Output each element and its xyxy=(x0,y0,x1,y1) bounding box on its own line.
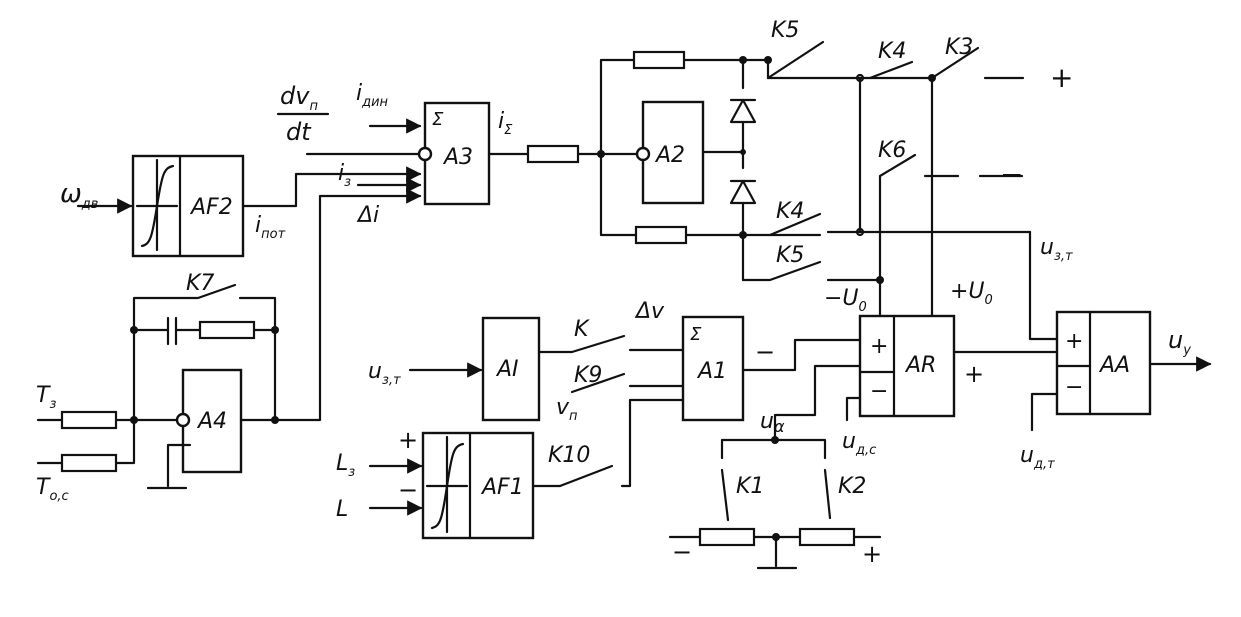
polarity-marks: + − + − + − − + xyxy=(398,61,1073,568)
block-a2: A2 xyxy=(635,100,705,205)
label-dv: dvп xyxy=(280,82,318,114)
svg-text:−: − xyxy=(398,476,418,504)
svg-text:dt: dt xyxy=(286,118,312,146)
svg-text:K10: K10 xyxy=(548,443,590,468)
svg-text:AA: AA xyxy=(1098,353,1130,378)
block-ai: AI xyxy=(481,316,541,422)
svg-text:+: + xyxy=(862,540,882,568)
label-plus-u0: +U0 xyxy=(950,279,993,308)
svg-text:+: + xyxy=(1050,61,1073,94)
block-af1: AF1 xyxy=(421,431,535,540)
block-a4: A4 xyxy=(175,368,243,474)
key-labels: K5 K4 K3 K6 K4 K5 K7 K K9 K10 K1 K2 xyxy=(186,18,973,499)
svg-text:−: − xyxy=(755,338,775,366)
svg-text:K6: K6 xyxy=(878,138,906,163)
svg-text:K4: K4 xyxy=(878,39,906,64)
label-u-zt-right: uз,т xyxy=(1040,235,1073,264)
label-u-dc: uд,с xyxy=(842,429,876,458)
label-i-pot: iпот xyxy=(255,213,286,242)
label-u-dt: uд,т xyxy=(1020,443,1055,472)
svg-text:A1: A1 xyxy=(696,359,727,384)
svg-text:−: − xyxy=(1065,375,1083,400)
resistors xyxy=(60,50,856,547)
label-t-oc: Tо,с xyxy=(36,475,69,504)
svg-text:K5: K5 xyxy=(776,243,804,268)
svg-text:K2: K2 xyxy=(838,474,866,499)
svg-text:+: + xyxy=(1065,329,1083,354)
label-u-y: uу xyxy=(1168,326,1191,358)
label-minus-u0: −U0 xyxy=(824,286,867,315)
label-u-zt-left: uз,т xyxy=(368,359,401,388)
label-delta-i: Δi xyxy=(356,203,379,228)
label-omega: ωдв xyxy=(60,179,98,212)
svg-text:AF2: AF2 xyxy=(189,195,233,220)
svg-text:K3: K3 xyxy=(945,35,973,60)
svg-text:−: − xyxy=(672,538,692,566)
svg-text:K9: K9 xyxy=(574,363,602,388)
junction-dots xyxy=(130,56,936,541)
label-i-din: iдин xyxy=(356,81,389,110)
label-v-n: vп xyxy=(556,395,578,424)
svg-text:Σ: Σ xyxy=(690,324,702,345)
svg-text:+: + xyxy=(870,334,888,359)
label-l-z: Lз xyxy=(336,451,355,480)
svg-text:AR: AR xyxy=(904,353,936,378)
svg-text:K: K xyxy=(574,317,590,342)
svg-text:A4: A4 xyxy=(196,409,227,434)
wires xyxy=(36,40,1212,570)
label-l: L xyxy=(336,497,348,522)
svg-text:AF1: AF1 xyxy=(480,475,524,500)
block-a1: Σ A1 xyxy=(681,315,745,422)
signal-labels: ωдв dvп dt iдин iз Δi iпот iΣ Tз Tо,с uз… xyxy=(36,81,1191,522)
svg-text:K5: K5 xyxy=(771,18,799,43)
svg-text:K4: K4 xyxy=(776,199,804,224)
svg-text:K1: K1 xyxy=(736,474,764,499)
svg-text:−: − xyxy=(870,379,888,404)
label-t-z: Tз xyxy=(36,383,56,412)
block-ar: + − AR xyxy=(858,314,956,418)
svg-text:A2: A2 xyxy=(654,143,685,168)
block-a3: Σ A3 xyxy=(417,101,491,206)
block-af2: AF2 xyxy=(131,154,245,258)
svg-text:AI: AI xyxy=(495,357,519,382)
svg-text:K7: K7 xyxy=(186,271,214,296)
diodes xyxy=(729,98,757,205)
svg-text:+: + xyxy=(964,360,984,388)
svg-text:−: − xyxy=(1000,158,1023,191)
svg-text:Σ: Σ xyxy=(432,109,444,130)
svg-text:A3: A3 xyxy=(442,145,473,170)
block-aa: + − AA xyxy=(1055,310,1152,416)
label-i-z: iз xyxy=(338,161,351,190)
svg-text:+: + xyxy=(398,426,418,454)
label-i-sigma: iΣ xyxy=(498,109,513,138)
label-delta-v: Δv xyxy=(634,299,665,324)
label-u-alpha: uα xyxy=(760,409,785,436)
